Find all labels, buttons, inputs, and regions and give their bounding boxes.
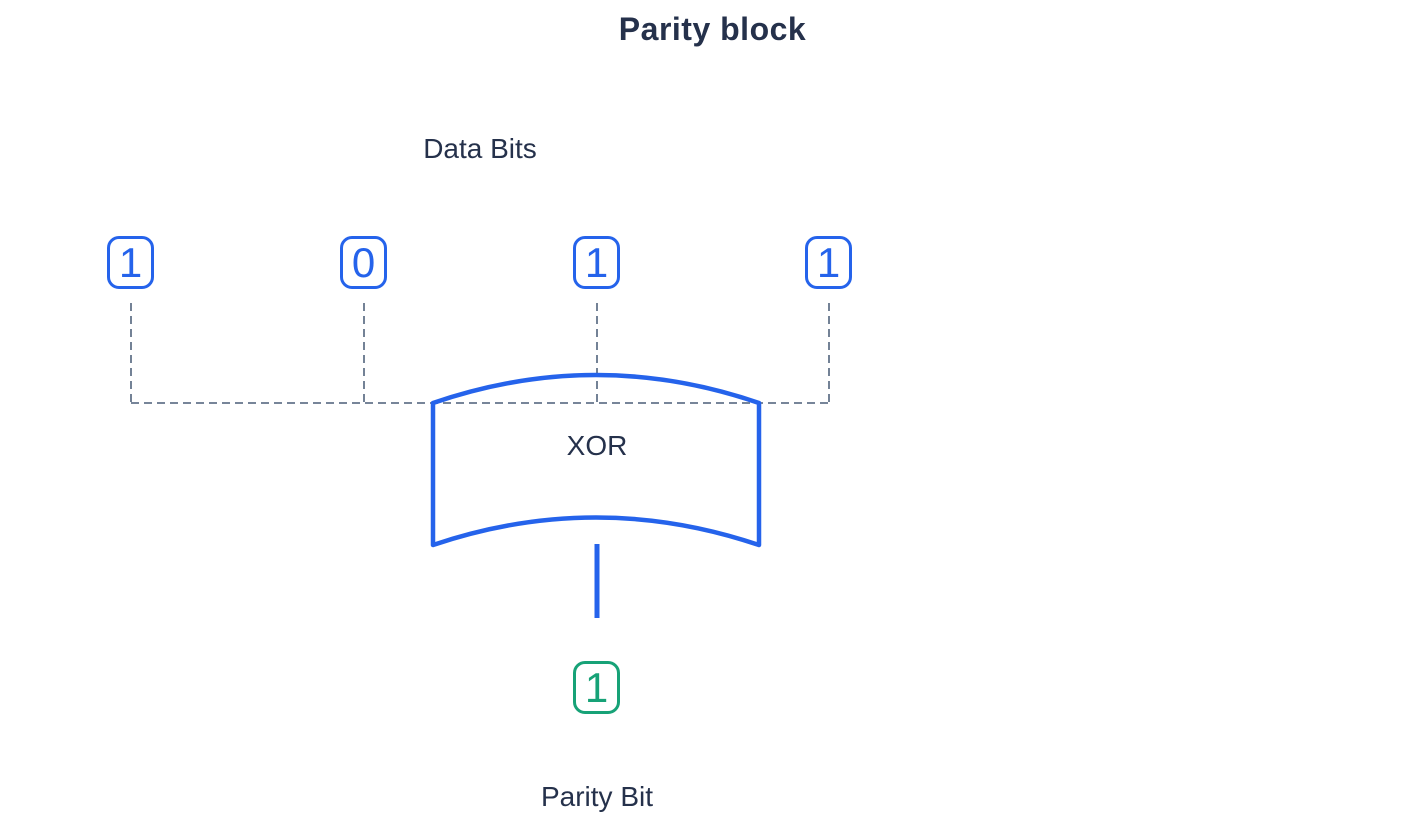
xor-gate-label: XOR [566,430,628,461]
diagram-title: Parity block [618,11,807,47]
data-bit-box-4: 1 [805,236,852,289]
parity-bit-box: 1 [573,661,620,714]
data-bit-box-3: 1 [573,236,620,289]
parity-bit-label: Parity Bit [540,781,654,812]
data-bits-label: Data Bits [423,133,537,164]
xor-gate-shape [430,372,762,548]
data-bit-box-1: 1 [107,236,154,289]
data-bit-box-2: 0 [340,236,387,289]
